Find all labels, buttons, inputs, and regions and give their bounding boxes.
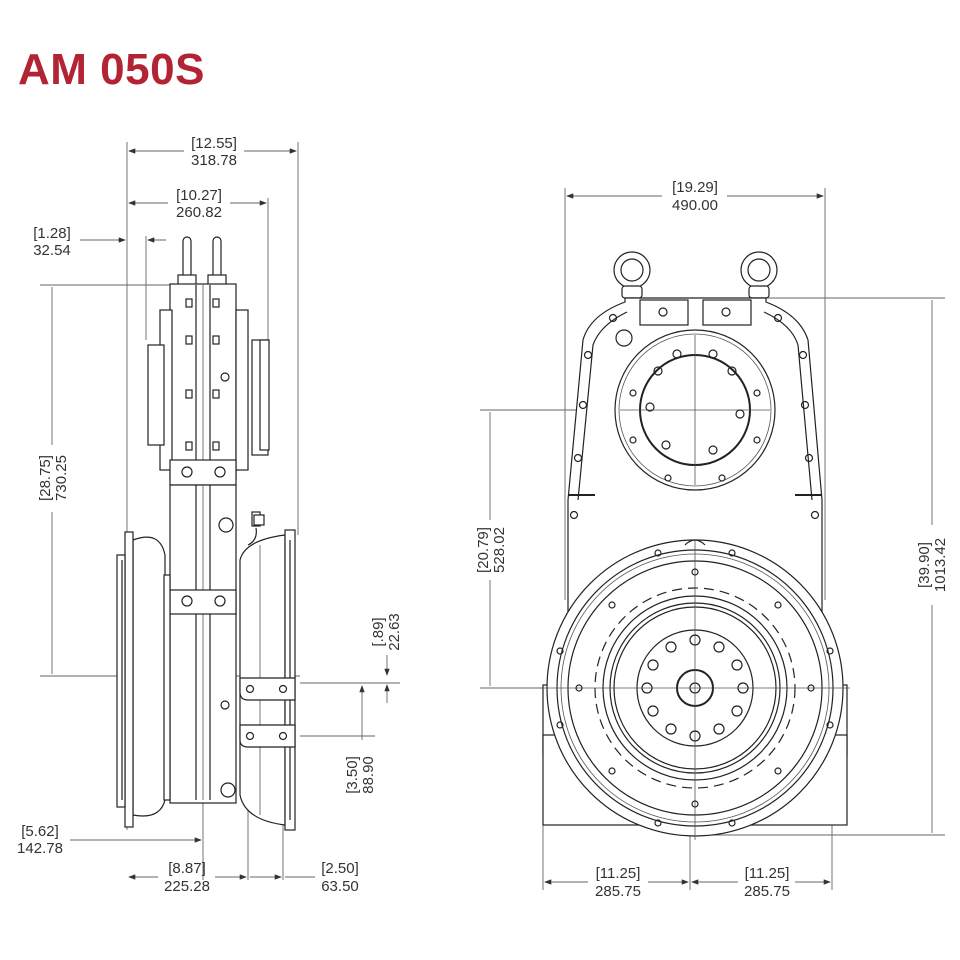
dim-housing-width-mm: 260.82 [176,204,222,221]
dim-offset-top-in: [1.28] [33,225,71,242]
dim-height-center-mm: 730.25 [53,455,70,501]
dim-shaft-distance-in: [20.79] [475,527,492,573]
dim-shaft-distance-mm: 528.02 [491,527,508,573]
dim-front-height-mm: 1013.42 [932,538,949,592]
dim-front-height-in: [39.90] [916,542,933,588]
dim-left-half-mm: 285.75 [595,883,641,900]
side-view: [12.55] 318.78 [10.27] 260.82 [1.28] 32.… [17,135,403,895]
dim-housing-width-in: [10.27] [176,187,222,204]
product-title: AM 050S [18,45,205,94]
dim-overall-width-mm: 318.78 [191,152,237,169]
front-view: [19.29] 490.00 [20.79] 528.02 [39.90] 10… [475,179,949,900]
dim-mount-depth-mm: 63.50 [321,878,359,895]
dim-mount-spacing-in: [3.50] [344,756,361,794]
dim-mount-spacing-mm: 88.90 [360,756,377,794]
dim-right-half-in: [11.25] [745,865,790,882]
dim-offset-top-mm: 32.54 [33,242,71,259]
dim-height-center-in: [28.75] [37,455,54,501]
dim-front-width-mm: 490.00 [672,197,718,214]
dim-flange-center-in: [5.62] [21,823,59,840]
dim-base-width-in: [8.87] [168,860,206,877]
dim-small-offset-mm: 22.63 [386,613,403,651]
dim-overall-width-in: [12.55] [191,135,237,152]
dim-front-width-in: [19.29] [672,179,718,196]
dim-right-half-mm: 285.75 [744,883,790,900]
dim-mount-depth-in: [2.50] [321,860,359,877]
dim-small-offset-in: [.89] [370,617,387,646]
dim-base-width-mm: 225.28 [164,878,210,895]
dim-left-half-in: [11.25] [596,865,641,882]
dim-flange-center-mm: 142.78 [17,840,63,857]
